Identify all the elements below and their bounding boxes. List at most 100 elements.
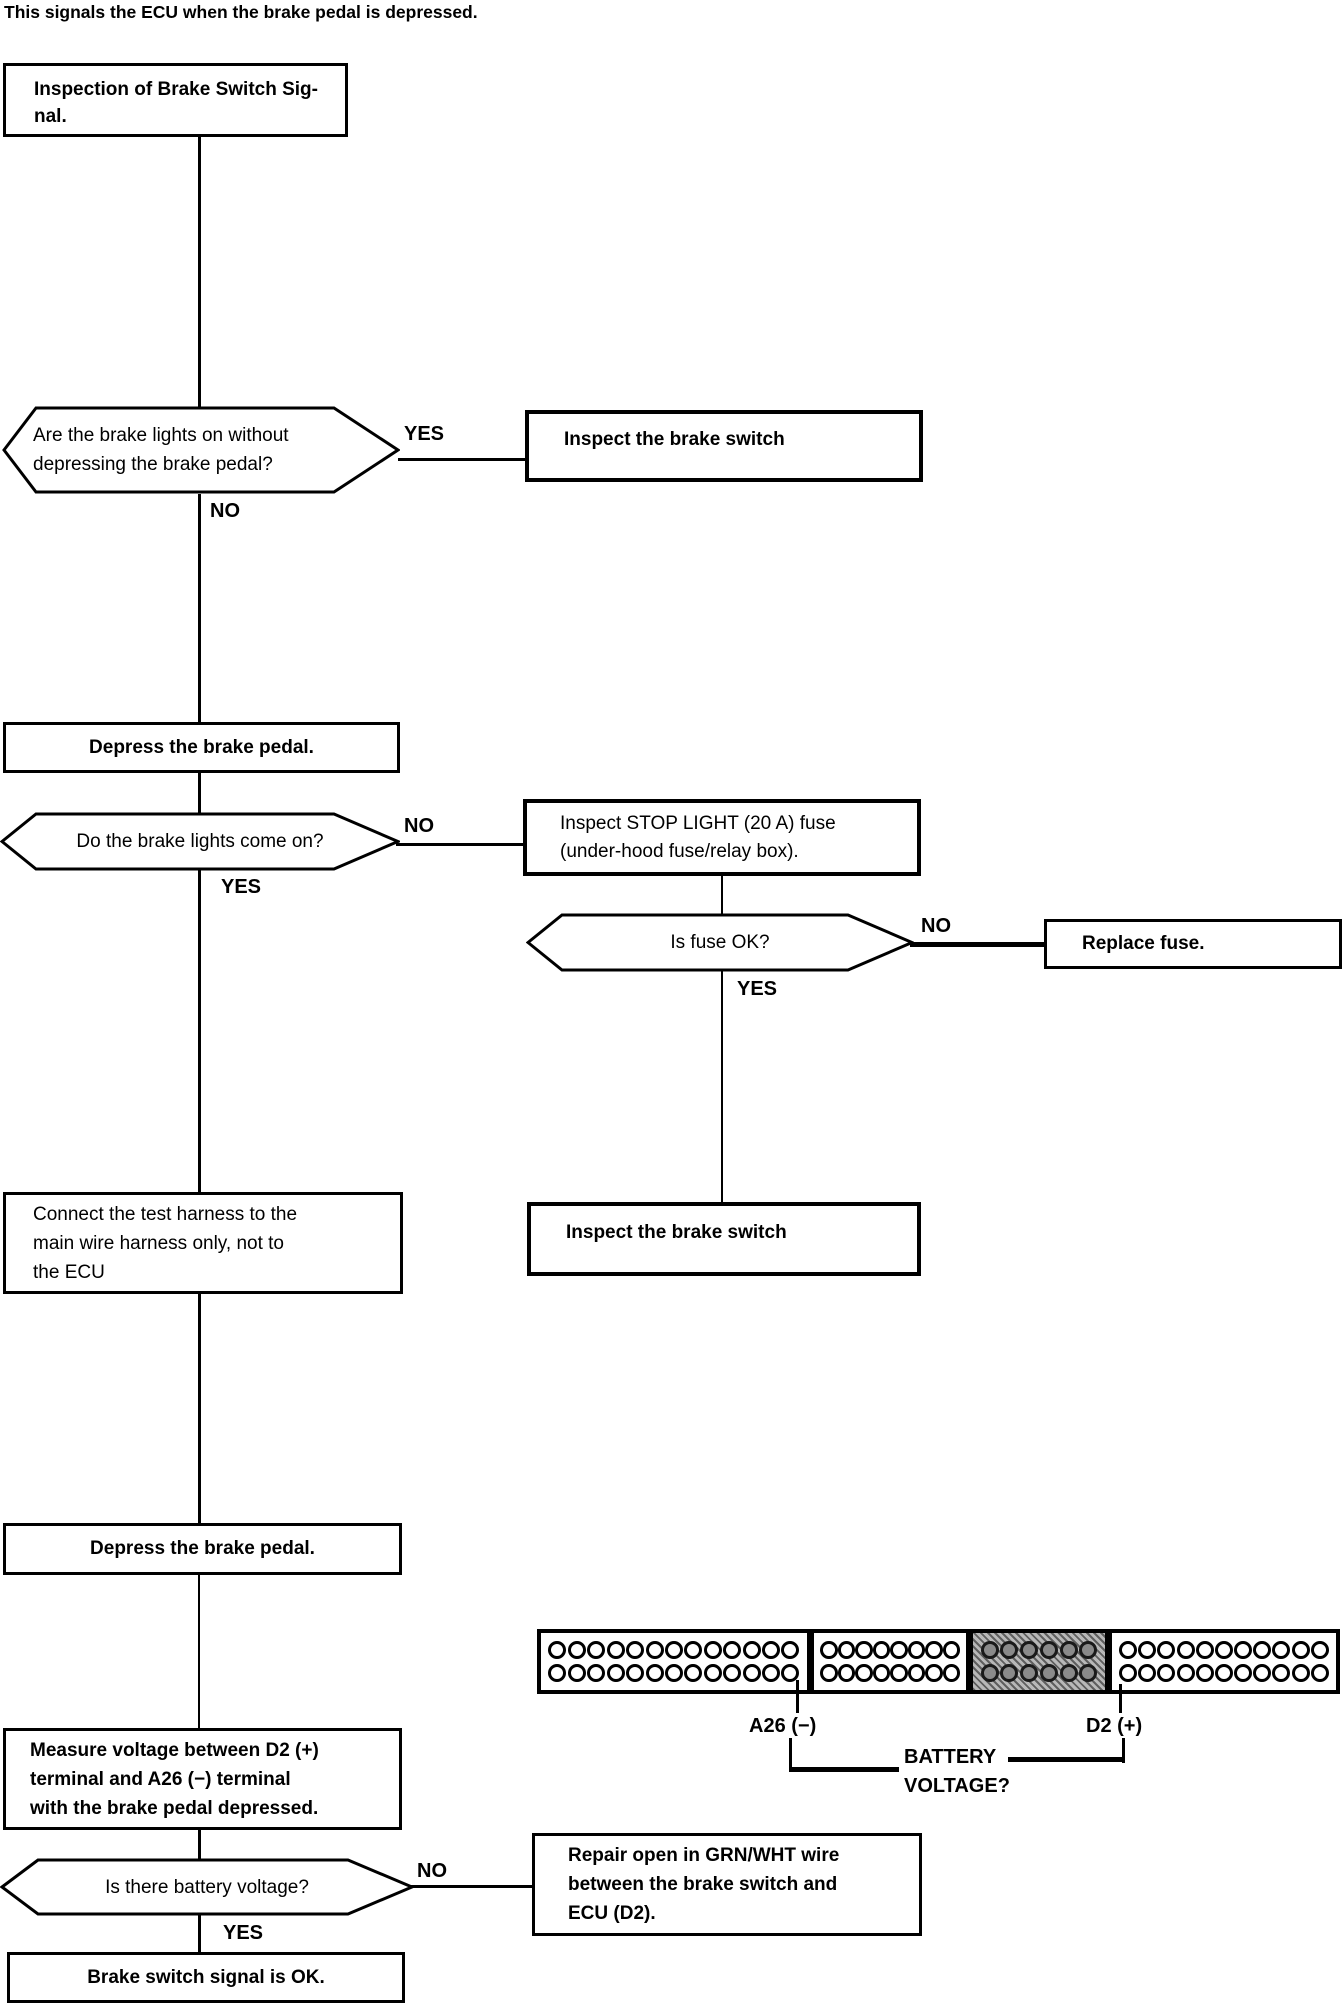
bracket-left-vertical bbox=[789, 1738, 792, 1771]
connector-pin bbox=[1059, 1640, 1078, 1659]
connector-pin bbox=[1291, 1640, 1310, 1659]
connector-pin bbox=[942, 1640, 960, 1659]
decision-battery-voltage: Is there battery voltage? bbox=[0, 1858, 414, 1916]
connector-pin bbox=[1272, 1664, 1291, 1683]
connector-pin bbox=[1272, 1640, 1291, 1659]
flow-line-q1-no bbox=[198, 494, 201, 723]
connector-pin bbox=[587, 1640, 606, 1659]
flow-line-q3-yes bbox=[721, 970, 723, 1204]
step-measure-voltage: Measure voltage between D2 (+) terminal … bbox=[3, 1728, 402, 1830]
connector-pin bbox=[606, 1664, 625, 1683]
connector-pin bbox=[626, 1640, 645, 1659]
connector-section-b bbox=[814, 1633, 966, 1690]
decision-text: Do the brake lights come on? bbox=[76, 831, 324, 852]
action-inspect-brake-switch-2: Inspect the brake switch bbox=[527, 1202, 921, 1276]
connector-pin bbox=[942, 1664, 960, 1683]
decision-brake-lights-come-on: Do the brake lights come on? bbox=[0, 812, 400, 871]
connector-pin bbox=[684, 1640, 703, 1659]
connector-pin bbox=[548, 1664, 567, 1683]
connector-pin bbox=[1039, 1664, 1058, 1683]
action-replace-fuse: Replace fuse. bbox=[1044, 919, 1342, 969]
action-text: Inspect the brake switch bbox=[564, 429, 785, 450]
connector-pin bbox=[587, 1664, 606, 1683]
connector-pin bbox=[1195, 1640, 1214, 1659]
connector-pin bbox=[1234, 1640, 1253, 1659]
step-connect-test-harness: Connect the test harness to the main wir… bbox=[3, 1192, 403, 1294]
decision-text: Is there battery voltage? bbox=[105, 1876, 309, 1898]
branch-label-yes: YES bbox=[221, 876, 262, 898]
flow-line-q4-no bbox=[410, 1885, 532, 1888]
terminal-label-d2: D2 (+) bbox=[1086, 1715, 1143, 1737]
ecu-connector-diagram bbox=[537, 1629, 1340, 1694]
connector-pin bbox=[781, 1664, 800, 1683]
step-depress-brake-pedal-2: Depress the brake pedal. bbox=[3, 1523, 402, 1575]
connector-pin bbox=[1214, 1640, 1233, 1659]
flow-line-title-to-q1 bbox=[198, 137, 201, 408]
decision-text: Are the brake lights on without depressi… bbox=[33, 425, 289, 475]
connector-pin bbox=[1253, 1640, 1272, 1659]
connector-pin bbox=[1079, 1640, 1098, 1659]
branch-label-no: NO bbox=[404, 815, 434, 837]
connector-pin bbox=[1157, 1664, 1176, 1683]
flow-line-measure-to-q4 bbox=[198, 1830, 201, 1861]
branch-label-yes: YES bbox=[223, 1922, 264, 1944]
connector-pin bbox=[890, 1640, 908, 1659]
connector-pin bbox=[1310, 1664, 1329, 1683]
flow-line-depress1-to-q2 bbox=[198, 773, 201, 814]
pointer-d2 bbox=[1119, 1684, 1122, 1713]
connector-pin-row bbox=[820, 1664, 960, 1683]
connector-pin bbox=[1020, 1664, 1039, 1683]
flow-line-q2-no bbox=[396, 843, 524, 846]
bracket-right-horizontal bbox=[1008, 1757, 1125, 1762]
connector-pin bbox=[664, 1640, 683, 1659]
connector-pin bbox=[1157, 1640, 1176, 1659]
connector-pin bbox=[907, 1640, 925, 1659]
flow-line-q1-yes bbox=[398, 458, 526, 461]
connector-pin bbox=[723, 1664, 742, 1683]
connector-pin bbox=[1119, 1640, 1138, 1659]
connector-pin bbox=[703, 1664, 722, 1683]
connector-pin bbox=[1234, 1664, 1253, 1683]
connector-pin bbox=[645, 1664, 664, 1683]
branch-label-no: NO bbox=[210, 500, 240, 522]
action-text: Replace fuse. bbox=[1082, 933, 1205, 954]
connector-section-a bbox=[541, 1633, 807, 1690]
decision-text: Is fuse OK? bbox=[670, 932, 770, 953]
connector-pin bbox=[837, 1640, 855, 1659]
connector-pin bbox=[925, 1640, 943, 1659]
flow-line-q2-yes bbox=[198, 869, 201, 1194]
terminal-label-a26: A26 (−) bbox=[749, 1715, 817, 1737]
flow-line-depress2-to-measure bbox=[198, 1575, 200, 1730]
action-inspect-stop-light-fuse: Inspect STOP LIGHT (20 A) fuse (under-ho… bbox=[523, 799, 921, 876]
connector-pin bbox=[664, 1664, 683, 1683]
result-text: Brake switch signal is OK. bbox=[87, 1966, 325, 1988]
connector-pin bbox=[567, 1640, 586, 1659]
branch-label-yes: YES bbox=[404, 423, 445, 445]
connector-pin bbox=[1079, 1664, 1098, 1683]
connector-pin bbox=[548, 1640, 567, 1659]
step-text: Depress the brake pedal. bbox=[90, 1538, 315, 1559]
battery-voltage-label: BATTERY VOLTAGE? bbox=[904, 1746, 1010, 1797]
connector-pin bbox=[820, 1640, 838, 1659]
connector-pin bbox=[1138, 1640, 1157, 1659]
connector-pin bbox=[837, 1664, 855, 1683]
connector-pin bbox=[723, 1640, 742, 1659]
connector-pin bbox=[872, 1640, 890, 1659]
decision-is-fuse-ok: Is fuse OK? bbox=[526, 913, 914, 972]
connector-pin bbox=[626, 1664, 645, 1683]
step-text: Connect the test harness to the main wir… bbox=[33, 1203, 298, 1283]
flow-line-q4-yes bbox=[198, 1914, 201, 1954]
connector-pin bbox=[855, 1664, 873, 1683]
flow-line-connect-to-depress2 bbox=[198, 1294, 201, 1525]
connector-pin bbox=[1039, 1640, 1058, 1659]
connector-pin bbox=[645, 1640, 664, 1659]
pointer-a26 bbox=[796, 1680, 799, 1713]
connector-pin bbox=[925, 1664, 943, 1683]
connector-divider bbox=[807, 1633, 814, 1690]
connector-pin bbox=[762, 1640, 781, 1659]
title-box: Inspection of Brake Switch Sig- nal. bbox=[3, 63, 348, 137]
connector-pin bbox=[1253, 1664, 1272, 1683]
intro-text: This signals the ECU when the brake peda… bbox=[4, 2, 478, 22]
connector-pin bbox=[606, 1640, 625, 1659]
